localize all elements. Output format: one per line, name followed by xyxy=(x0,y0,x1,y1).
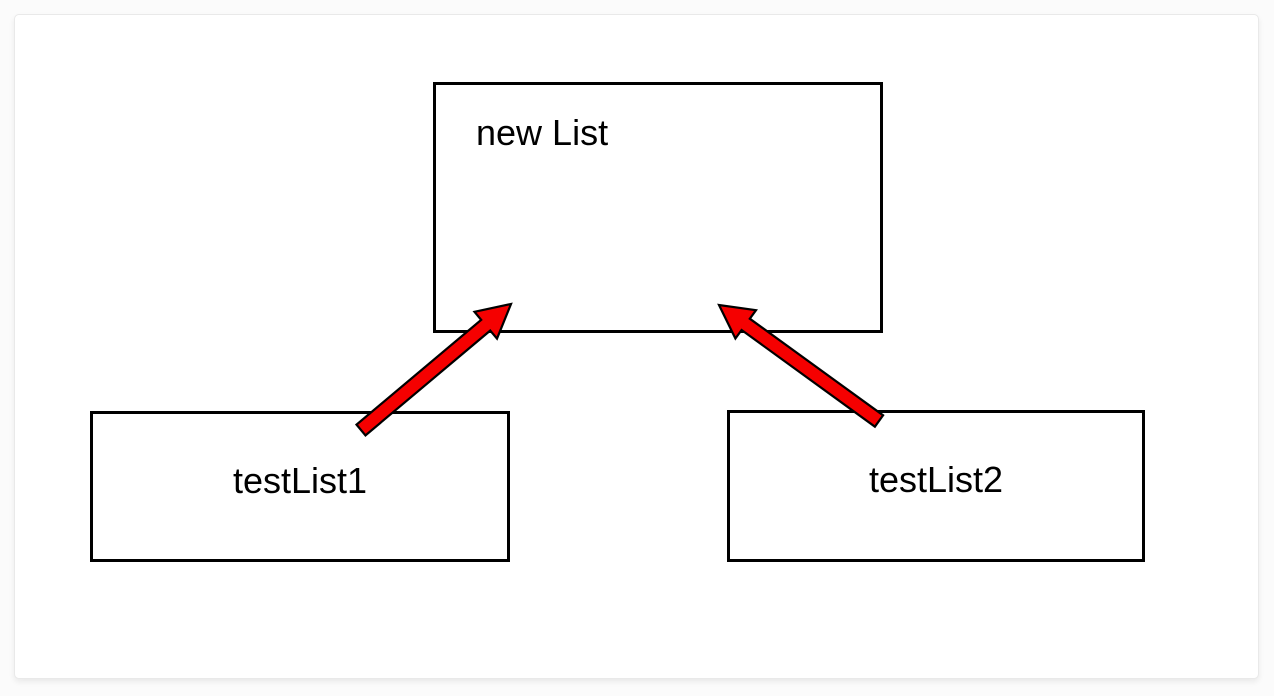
node-testlist2: testList2 xyxy=(727,410,1145,562)
node-testlist1: testList1 xyxy=(90,411,510,562)
node-new-list-label: new List xyxy=(476,112,609,153)
node-testlist2-label: testList2 xyxy=(868,459,1004,500)
node-testlist1-label: testList1 xyxy=(232,459,368,501)
node-new-list: new List xyxy=(433,82,883,333)
